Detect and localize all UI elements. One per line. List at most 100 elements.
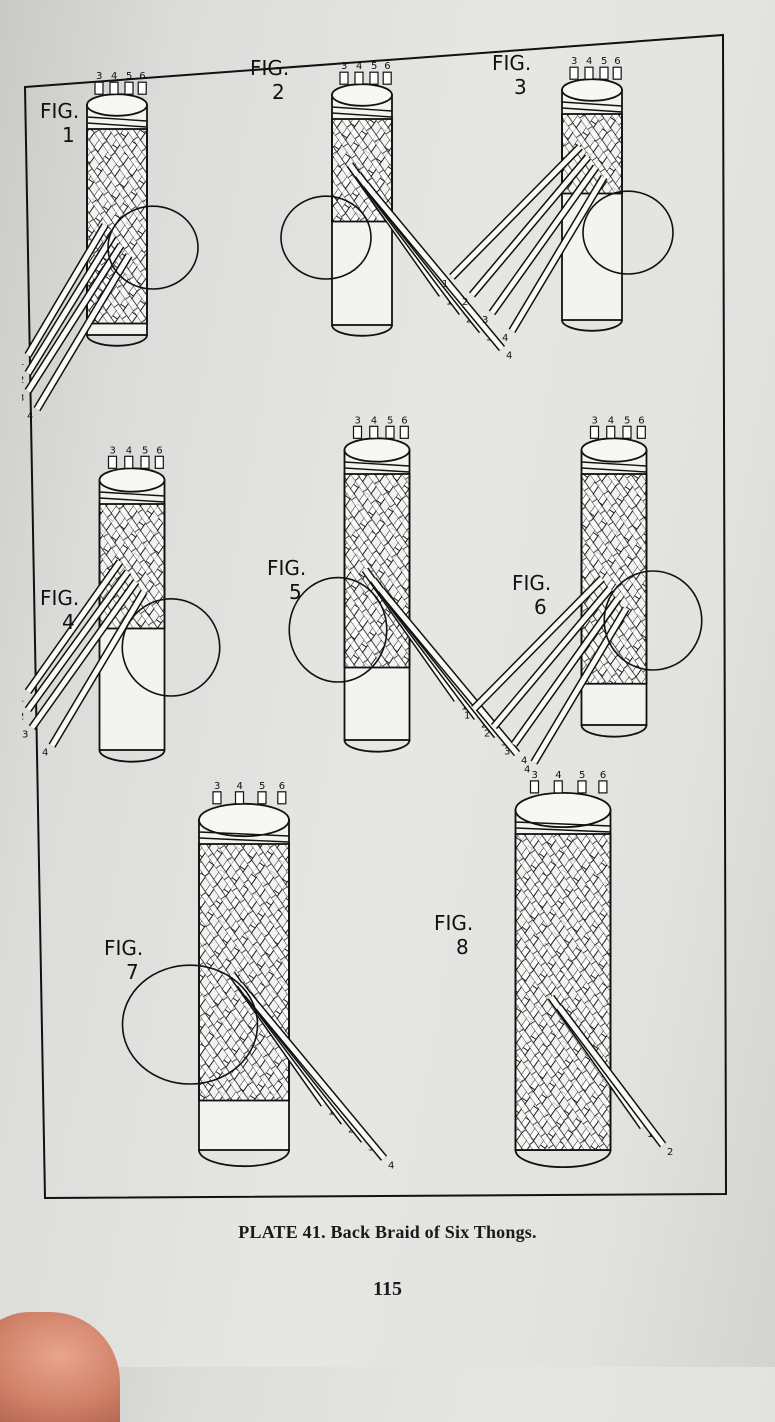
svg-text:4: 4 bbox=[126, 445, 132, 456]
thong-end bbox=[137, 81, 147, 95]
svg-text:4: 4 bbox=[502, 333, 508, 344]
svg-text:3: 3 bbox=[532, 770, 538, 781]
page-number: 115 bbox=[373, 1278, 402, 1300]
svg-text:6: 6 bbox=[156, 445, 162, 456]
svg-text:1: 1 bbox=[22, 694, 24, 705]
figure-label: FIG. bbox=[492, 51, 531, 75]
svg-text:4: 4 bbox=[27, 411, 33, 422]
svg-text:4: 4 bbox=[524, 765, 530, 776]
thong-end bbox=[606, 425, 616, 439]
thong-end bbox=[109, 81, 119, 95]
svg-text:6: 6 bbox=[384, 61, 390, 72]
thong-end bbox=[598, 780, 608, 794]
svg-text:4: 4 bbox=[506, 351, 512, 362]
svg-text:3: 3 bbox=[504, 747, 510, 758]
svg-text:4: 4 bbox=[111, 71, 117, 82]
svg-text:4: 4 bbox=[42, 748, 48, 759]
svg-text:5: 5 bbox=[601, 56, 607, 67]
plate-border bbox=[23, 33, 727, 1200]
svg-text:3: 3 bbox=[571, 56, 577, 67]
thong-end bbox=[569, 66, 579, 80]
thong-end bbox=[124, 455, 134, 469]
thong-end bbox=[154, 455, 164, 469]
thong-end bbox=[352, 425, 363, 439]
thong-end bbox=[622, 425, 632, 439]
svg-text:3: 3 bbox=[341, 61, 347, 72]
svg-text:2: 2 bbox=[667, 1147, 673, 1158]
figure-label: FIG. bbox=[512, 571, 551, 595]
thong-end bbox=[140, 455, 150, 469]
svg-text:2: 2 bbox=[22, 375, 24, 386]
svg-text:2: 2 bbox=[484, 729, 490, 740]
svg-text:2: 2 bbox=[462, 297, 468, 308]
svg-text:4: 4 bbox=[608, 415, 614, 426]
svg-text:2: 2 bbox=[22, 712, 24, 723]
svg-text:5: 5 bbox=[371, 61, 377, 72]
thong-end bbox=[584, 66, 594, 80]
svg-text:5: 5 bbox=[579, 770, 585, 781]
figure-label: FIG. bbox=[267, 556, 306, 580]
svg-text:6: 6 bbox=[139, 71, 145, 82]
svg-text:4: 4 bbox=[237, 781, 243, 792]
thong-end bbox=[277, 791, 287, 805]
figure-label: FIG. bbox=[434, 911, 473, 935]
figure-number: 6 bbox=[534, 595, 547, 619]
thong-end bbox=[212, 791, 222, 805]
plate-illustration-frame: 34561234FIG.134561234FIG.234561234FIG.33… bbox=[22, 30, 727, 1200]
svg-text:3: 3 bbox=[22, 393, 24, 404]
thong-end bbox=[369, 425, 379, 439]
figure-label: FIG. bbox=[40, 99, 79, 123]
svg-text:6: 6 bbox=[638, 415, 644, 426]
thong-end bbox=[612, 66, 622, 80]
thong-end bbox=[399, 425, 409, 439]
thong-end bbox=[107, 455, 118, 469]
svg-text:3: 3 bbox=[214, 781, 220, 792]
svg-text:3: 3 bbox=[482, 315, 488, 326]
svg-text:5: 5 bbox=[126, 71, 132, 82]
thong-end bbox=[589, 425, 600, 439]
thong-end bbox=[382, 71, 392, 85]
thong-end bbox=[94, 81, 104, 95]
figure-number: 3 bbox=[514, 75, 527, 99]
svg-text:6: 6 bbox=[600, 770, 606, 781]
svg-text:4: 4 bbox=[356, 61, 362, 72]
thong-end bbox=[599, 66, 609, 80]
figure-number: 5 bbox=[289, 580, 302, 604]
figure-number: 4 bbox=[62, 610, 75, 634]
figure-8: 345612FIG.8 bbox=[434, 770, 673, 1168]
svg-text:3: 3 bbox=[592, 415, 598, 426]
thong-end bbox=[124, 81, 134, 95]
thong-end bbox=[577, 780, 587, 794]
svg-text:4: 4 bbox=[555, 770, 561, 781]
svg-text:6: 6 bbox=[614, 56, 620, 67]
figure-number: 7 bbox=[126, 960, 139, 984]
thong-end bbox=[234, 791, 245, 805]
svg-text:4: 4 bbox=[371, 415, 377, 426]
svg-text:1: 1 bbox=[464, 711, 470, 722]
figure-number: 2 bbox=[272, 80, 285, 104]
thong-end bbox=[385, 425, 395, 439]
thong-end bbox=[529, 780, 540, 794]
svg-text:1: 1 bbox=[22, 357, 24, 368]
figure-label: FIG. bbox=[40, 586, 79, 610]
svg-text:5: 5 bbox=[142, 445, 148, 456]
svg-text:5: 5 bbox=[624, 415, 630, 426]
svg-text:4: 4 bbox=[388, 1160, 394, 1171]
svg-text:5: 5 bbox=[387, 415, 393, 426]
figure-number: 8 bbox=[456, 935, 469, 959]
plate-caption: PLATE 41. Back Braid of Six Thongs. bbox=[238, 1222, 537, 1242]
svg-text:1: 1 bbox=[442, 279, 448, 290]
svg-text:4: 4 bbox=[521, 756, 527, 767]
svg-text:4: 4 bbox=[586, 56, 592, 67]
thumb bbox=[0, 1312, 120, 1422]
svg-text:5: 5 bbox=[259, 781, 265, 792]
thong-end bbox=[553, 780, 563, 794]
svg-text:3: 3 bbox=[110, 445, 116, 456]
